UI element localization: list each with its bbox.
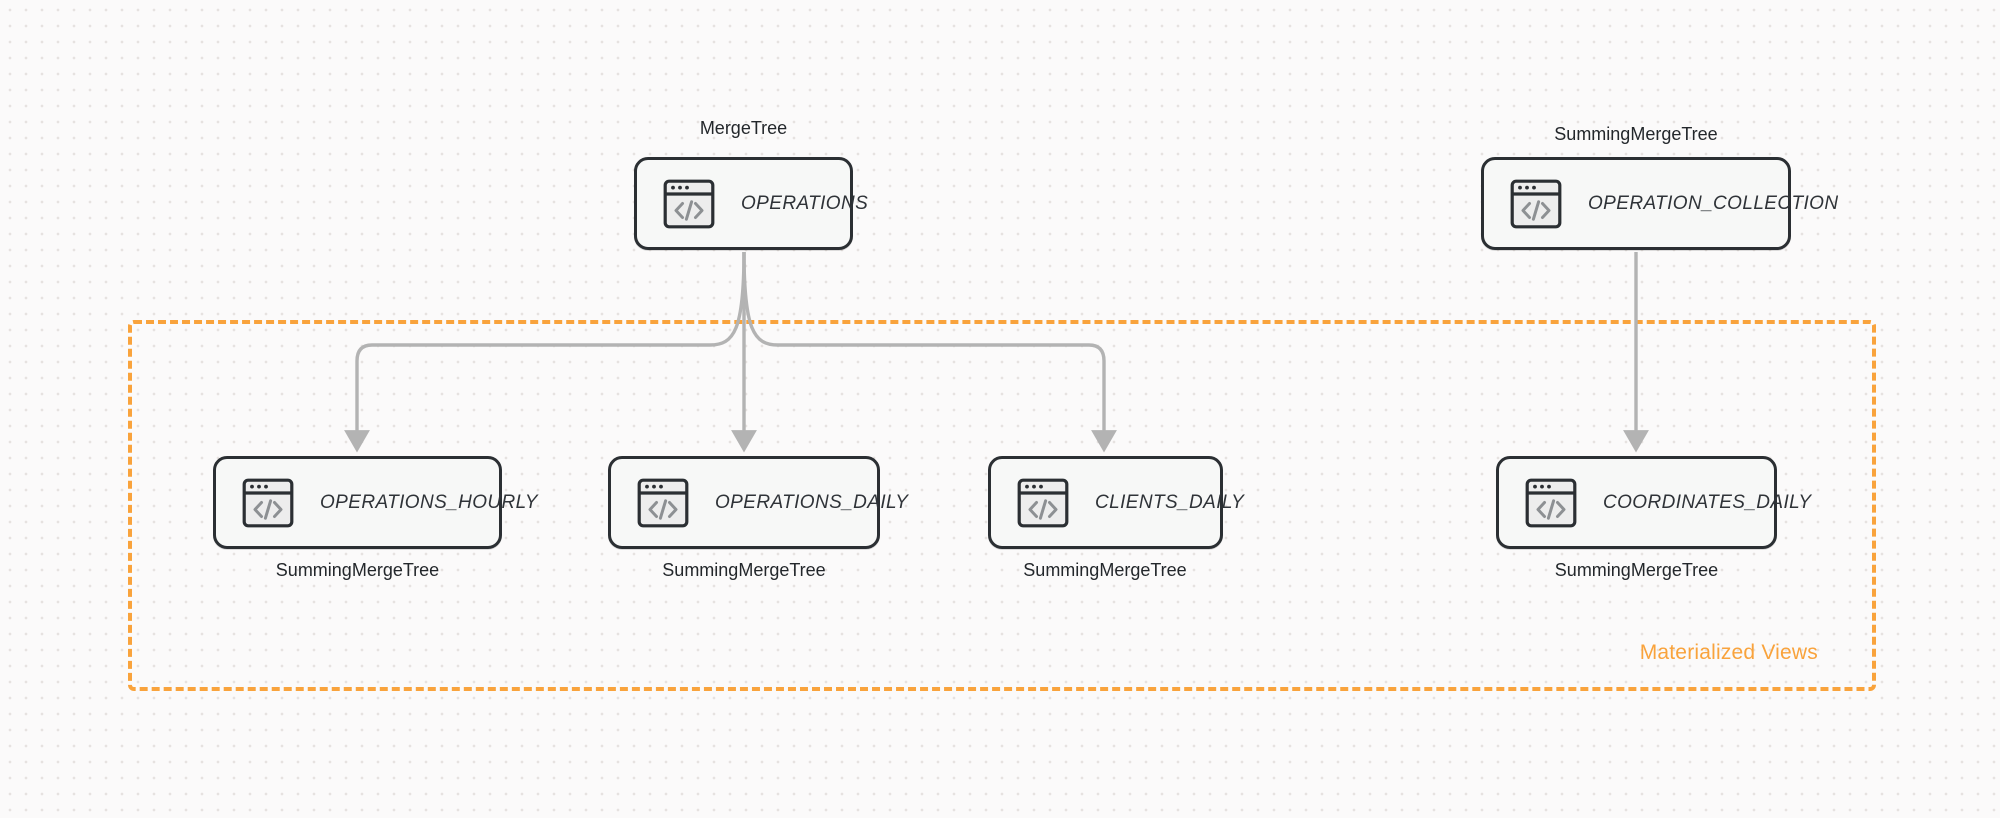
code-window-icon: [637, 478, 689, 527]
card-coordinates-daily[interactable]: COORDINATES_DAILY: [1496, 456, 1811, 549]
materialized-views-label: Materialized Views: [1639, 641, 1818, 664]
engine-label-operations-daily: SummingMergeTree: [662, 560, 826, 580]
card-clients-daily[interactable]: CLIENTS_DAILY: [988, 456, 1244, 549]
card-title-clients-daily: CLIENTS_DAILY: [1095, 491, 1245, 513]
card-operations[interactable]: OPERATIONS: [634, 157, 868, 250]
card-title-coordinates-daily: COORDINATES_DAILY: [1603, 491, 1812, 513]
engine-label-operation-collection: SummingMergeTree: [1554, 124, 1718, 144]
engine-label-operations-hourly: SummingMergeTree: [275, 560, 440, 580]
card-title-operations-daily: OPERATIONS_DAILY: [715, 491, 909, 513]
card-title-operations: OPERATIONS: [741, 192, 869, 214]
engine-label-clients-daily: SummingMergeTree: [1023, 560, 1187, 580]
card-title-operation-collection: OPERATION_COLLECTION: [1588, 192, 1839, 214]
code-window-icon: [1017, 478, 1069, 527]
card-operations-hourly[interactable]: OPERATIONS_HOURLY: [213, 456, 538, 549]
engine-label-coordinates-daily: SummingMergeTree: [1554, 560, 1719, 580]
card-operations-daily[interactable]: OPERATIONS_DAILY: [608, 456, 908, 549]
code-window-icon: [663, 179, 715, 228]
code-window-icon: [242, 478, 294, 527]
code-window-icon: [1525, 478, 1577, 527]
engine-label-operations: MergeTree: [699, 118, 788, 138]
code-window-icon: [1510, 179, 1562, 228]
card-title-operations-hourly: OPERATIONS_HOURLY: [320, 491, 538, 513]
card-operation-collection[interactable]: OPERATION_COLLECTION: [1481, 157, 1838, 250]
